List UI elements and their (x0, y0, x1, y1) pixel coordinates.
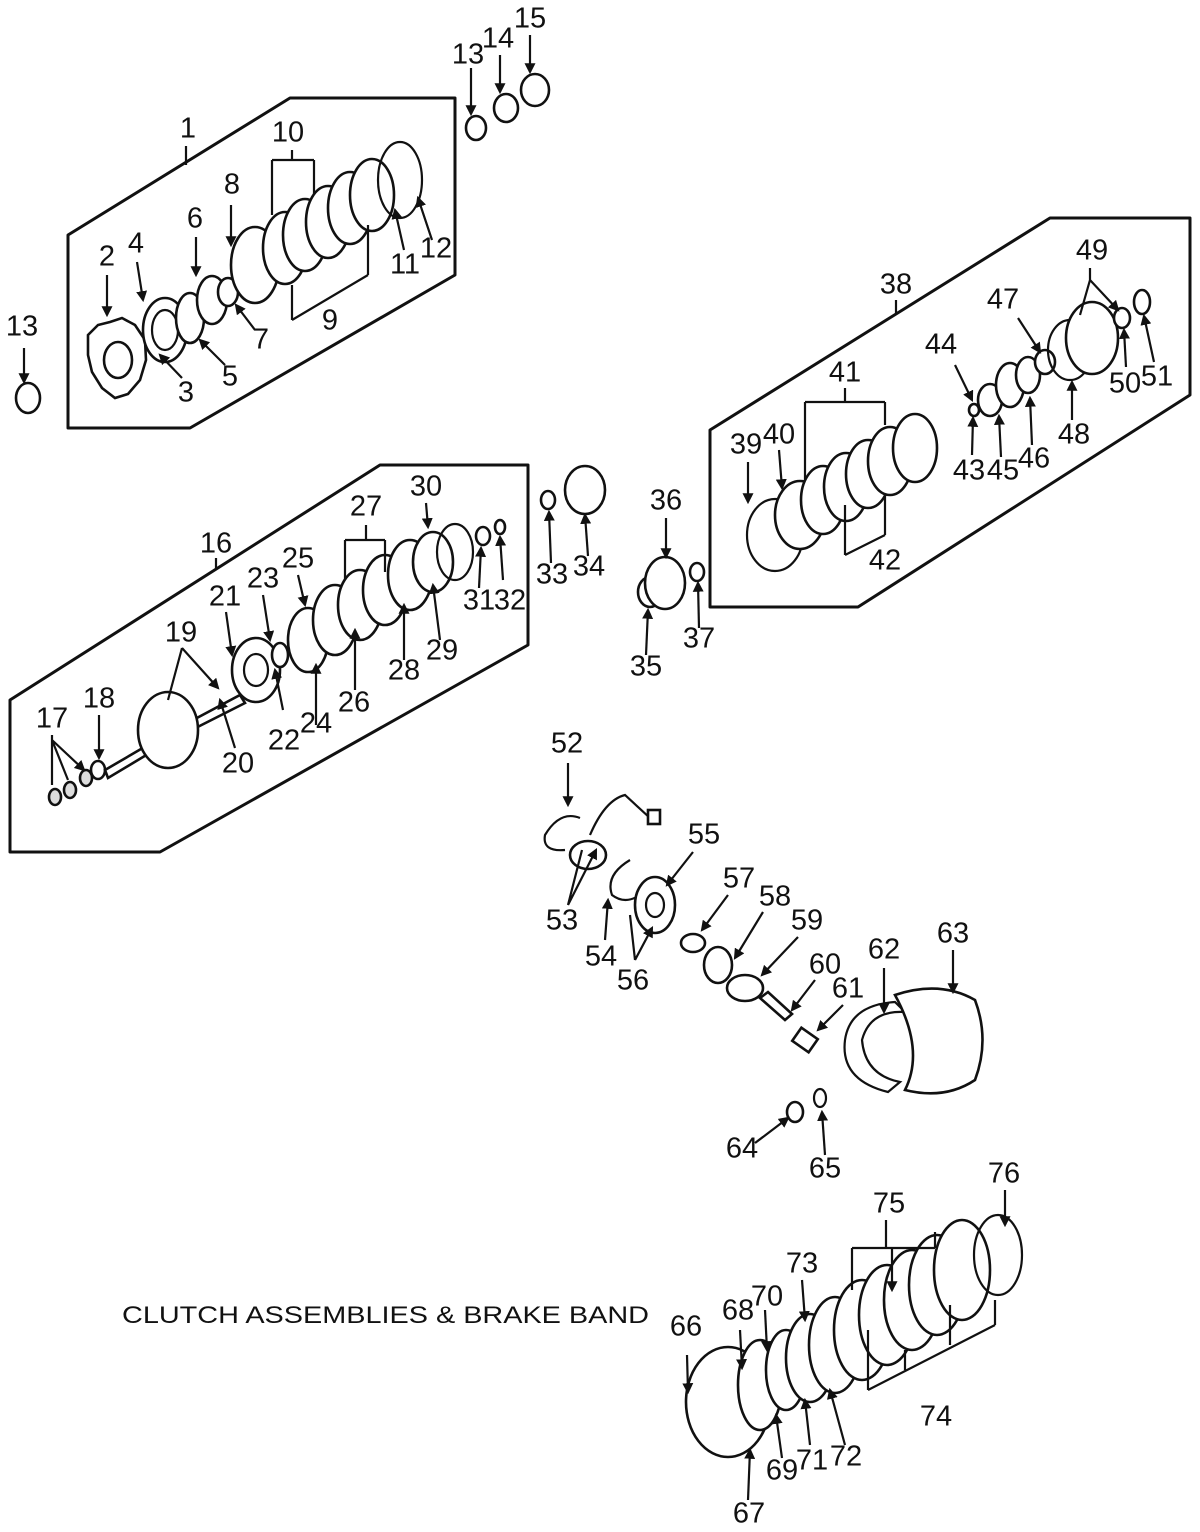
label-74: 74 (920, 1401, 952, 1433)
label-61: 61 (832, 973, 864, 1005)
label-10: 10 (272, 117, 304, 149)
label-11: 11 (390, 249, 420, 281)
label-73: 73 (786, 1248, 818, 1280)
label-53: 53 (546, 905, 578, 937)
label-27: 27 (350, 491, 382, 523)
label-66: 66 (670, 1311, 702, 1343)
label-40: 40 (763, 419, 795, 451)
label-68: 68 (722, 1295, 754, 1327)
parts-servo (543, 793, 984, 1124)
label-45: 45 (987, 455, 1019, 487)
label-15: 15 (514, 3, 546, 35)
label-31: 31 (463, 585, 495, 617)
label-72: 72 (830, 1441, 862, 1473)
label-63: 63 (937, 918, 969, 950)
label-76: 76 (988, 1158, 1020, 1190)
label-54: 54 (585, 941, 617, 973)
label-21: 21 (209, 581, 241, 613)
label-23: 23 (247, 563, 279, 595)
label-75: 75 (873, 1188, 905, 1220)
label-20: 20 (222, 748, 254, 780)
label-50: 50 (1109, 368, 1141, 400)
label-58: 58 (759, 881, 791, 913)
group-38-outline (708, 216, 1192, 609)
label-43: 43 (953, 455, 985, 487)
label-7: 7 (253, 324, 269, 356)
label-52: 52 (551, 728, 583, 760)
label-26: 26 (338, 687, 370, 719)
label-46: 46 (1018, 443, 1050, 475)
label-48: 48 (1058, 419, 1090, 451)
label-44: 44 (925, 329, 957, 361)
label-41: 41 (829, 357, 861, 389)
label-6: 6 (187, 203, 203, 235)
label-64: 64 (726, 1133, 758, 1165)
label-14: 14 (482, 23, 514, 55)
parts-group-38 (745, 288, 1152, 573)
label-56: 56 (617, 965, 649, 997)
label-65: 65 (809, 1153, 841, 1185)
label-60: 60 (809, 949, 841, 981)
label-30: 30 (410, 471, 442, 503)
label-4: 4 (128, 228, 144, 260)
label-49: 49 (1076, 235, 1108, 267)
group-16-outline (8, 463, 530, 854)
label-32: 32 (494, 585, 526, 617)
label-71: 71 (796, 1445, 828, 1477)
label-18: 18 (83, 683, 115, 715)
label-35: 35 (630, 651, 662, 683)
label-37: 37 (683, 623, 715, 655)
parts-bottom-clutch (684, 1213, 1024, 1459)
label-67: 67 (733, 1498, 765, 1530)
group-1-outline (66, 96, 457, 430)
label-13a: 13 (6, 311, 38, 343)
parts-group-16 (47, 518, 507, 807)
label-25: 25 (282, 543, 314, 575)
label-62: 62 (868, 934, 900, 966)
leader-lines (18, 35, 1156, 1501)
label-17: 17 (36, 703, 68, 735)
label-29: 29 (426, 635, 458, 667)
label-59: 59 (791, 905, 823, 937)
label-39: 39 (730, 429, 762, 461)
label-34: 34 (573, 551, 605, 583)
label-38: 38 (880, 269, 912, 301)
label-8: 8 (224, 169, 240, 201)
label-24: 24 (300, 708, 332, 740)
label-33: 33 (536, 559, 568, 591)
label-5: 5 (222, 361, 238, 393)
label-2: 2 (99, 241, 115, 273)
label-69: 69 (766, 1455, 798, 1487)
part-labels: 1 2 3 4 5 6 7 8 9 10 11 12 13 13 14 15 1… (6, 3, 1173, 1530)
label-55: 55 (688, 819, 720, 851)
label-16: 16 (200, 528, 232, 560)
parts-middle (539, 464, 706, 611)
label-28: 28 (388, 655, 420, 687)
label-47: 47 (987, 284, 1019, 316)
label-1: 1 (180, 113, 196, 145)
label-9: 9 (322, 305, 338, 337)
label-70: 70 (751, 1281, 783, 1313)
parts-group-1 (14, 72, 551, 415)
label-42: 42 (869, 545, 901, 577)
label-12: 12 (420, 233, 452, 265)
label-36: 36 (650, 485, 682, 517)
label-51: 51 (1141, 361, 1173, 393)
label-13b: 13 (452, 39, 484, 71)
label-57: 57 (723, 863, 755, 895)
diagram-caption: CLUTCH ASSEMBLIES & BRAKE BAND (122, 1302, 649, 1329)
label-19: 19 (165, 617, 197, 649)
label-3: 3 (178, 377, 194, 409)
label-22: 22 (268, 725, 300, 757)
